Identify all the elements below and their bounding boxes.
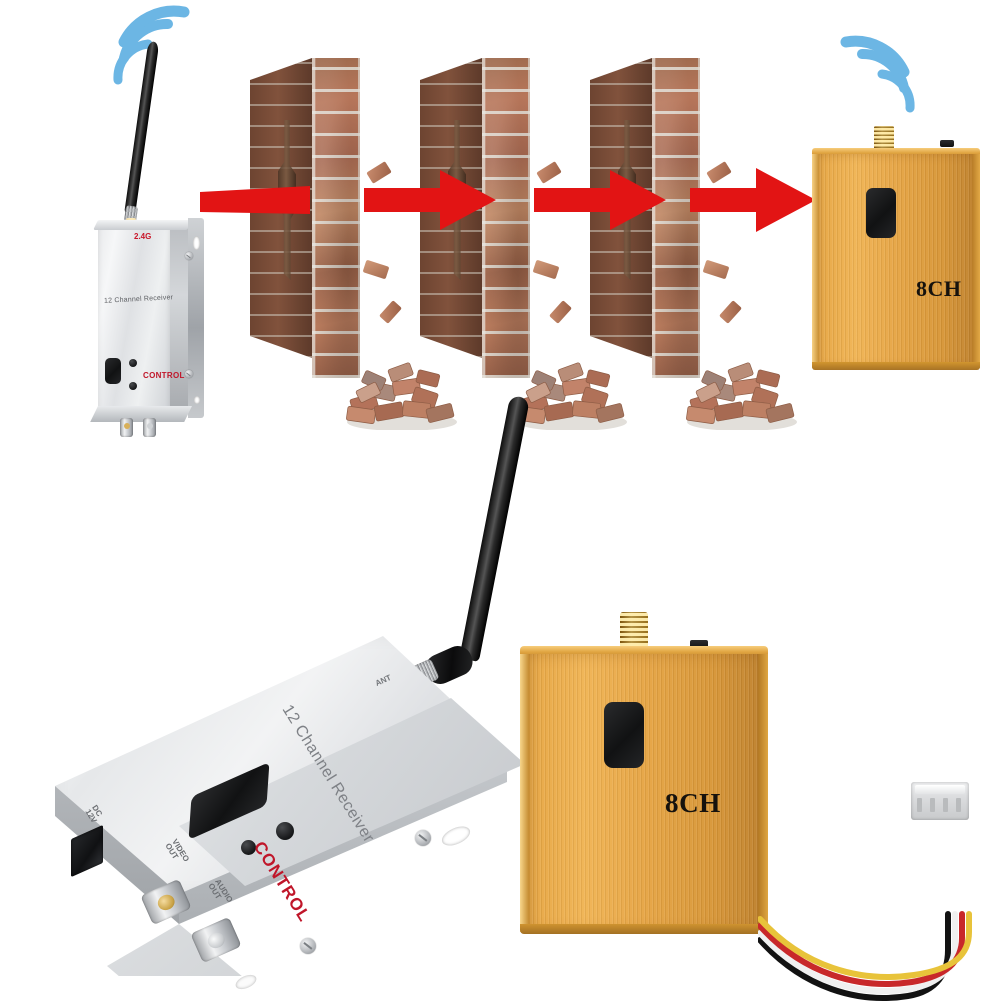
- bracket-screw-bottom-left-2: [300, 938, 316, 954]
- wifi-signal-icon-top-left: [104, 5, 204, 90]
- band-label-top-left: 2.4G: [134, 232, 152, 241]
- power-button-bottom-right[interactable]: [690, 640, 708, 649]
- enclosure-right-bevel-top-right: [972, 154, 980, 368]
- enclosure-left-bevel-top-right: [812, 154, 819, 368]
- channel-label-top-right: 8CH: [916, 276, 962, 301]
- bottom-left-receiver: ANT 12 Channel Receiver CONTROL DC 12V V…: [55, 380, 575, 992]
- bracket-keyhole-top: [193, 236, 200, 250]
- enclosure-face-top-right: [812, 154, 980, 368]
- sma-connector-bottom-right: [620, 612, 648, 648]
- channel-label-bottom-right: 8CH: [665, 788, 721, 818]
- bracket-keyhole-bottom-left: [439, 822, 473, 850]
- bracket-keyhole-bottom: [194, 396, 200, 404]
- brick-chip-3b: [702, 259, 730, 280]
- enclosure-right-bevel-bottom-right: [758, 654, 768, 932]
- control-label-top-left: CONTROL: [143, 371, 185, 380]
- receiver-top-cap-top-left: [93, 220, 192, 230]
- enclosure-top-bevel-bottom-right: [520, 646, 768, 657]
- top-right-transmitter: 8CH: [812, 126, 992, 376]
- brick-wall-1: [250, 58, 457, 431]
- brick-chip-1c: [379, 300, 402, 324]
- rca-video-top-left: [120, 418, 133, 437]
- bracket-screw-bottom-left-1: [415, 830, 431, 846]
- enclosure-bottom-bevel-bottom-right: [520, 924, 768, 934]
- bottom-right-transmitter: 8CH: [520, 612, 990, 1001]
- antenna-window-top-right: [866, 188, 896, 238]
- brick-chip-1b: [362, 259, 390, 280]
- enclosure-left-bevel-bottom-right: [520, 654, 529, 932]
- button-bottom-left-2[interactable]: [241, 840, 256, 855]
- brick-chip-2c: [549, 300, 572, 324]
- rubble-pile-1: [345, 346, 460, 431]
- wifi-signal-icon-top-right: [826, 35, 922, 116]
- brick-chip-2b: [532, 259, 560, 280]
- rca-audio-top-left: [143, 418, 156, 437]
- power-cable-bottom-right: [758, 911, 972, 1001]
- enclosure-bottom-bevel-top-right: [812, 362, 980, 370]
- rubble-pile-3: [685, 346, 800, 431]
- bracket-screw-bottom: [185, 370, 193, 378]
- jst-connector-bottom-right: [911, 782, 969, 820]
- signal-arrow-1: [364, 168, 496, 232]
- antenna-rod-top-left: [124, 40, 160, 216]
- power-button-top-right[interactable]: [940, 140, 954, 147]
- button-top-left-1[interactable]: [129, 359, 137, 367]
- bracket-screw-top: [185, 252, 193, 260]
- button-bottom-left-1[interactable]: [276, 822, 294, 840]
- antenna-window-bottom-right: [604, 702, 644, 768]
- brick-wall-2: [420, 58, 627, 431]
- display-window-top-left: [105, 358, 121, 384]
- sma-connector-top-right: [874, 126, 894, 152]
- signal-arrow-3: [690, 166, 816, 234]
- mounting-bracket-top-left: [188, 218, 204, 418]
- signal-arrow-0: [200, 186, 310, 218]
- top-left-receiver: 2.4G 12 Channel Receiver CONTROL DC 12V …: [88, 40, 208, 437]
- receiver-body-side-top-left: [170, 220, 192, 408]
- enclosure-face-bottom-right: [520, 654, 768, 932]
- signal-arrow-2: [534, 168, 666, 232]
- enclosure-top-bevel-top-right: [812, 148, 980, 157]
- button-top-left-2[interactable]: [129, 382, 137, 390]
- brick-chip-3c: [719, 300, 742, 324]
- rubble-pile-2: [515, 346, 630, 431]
